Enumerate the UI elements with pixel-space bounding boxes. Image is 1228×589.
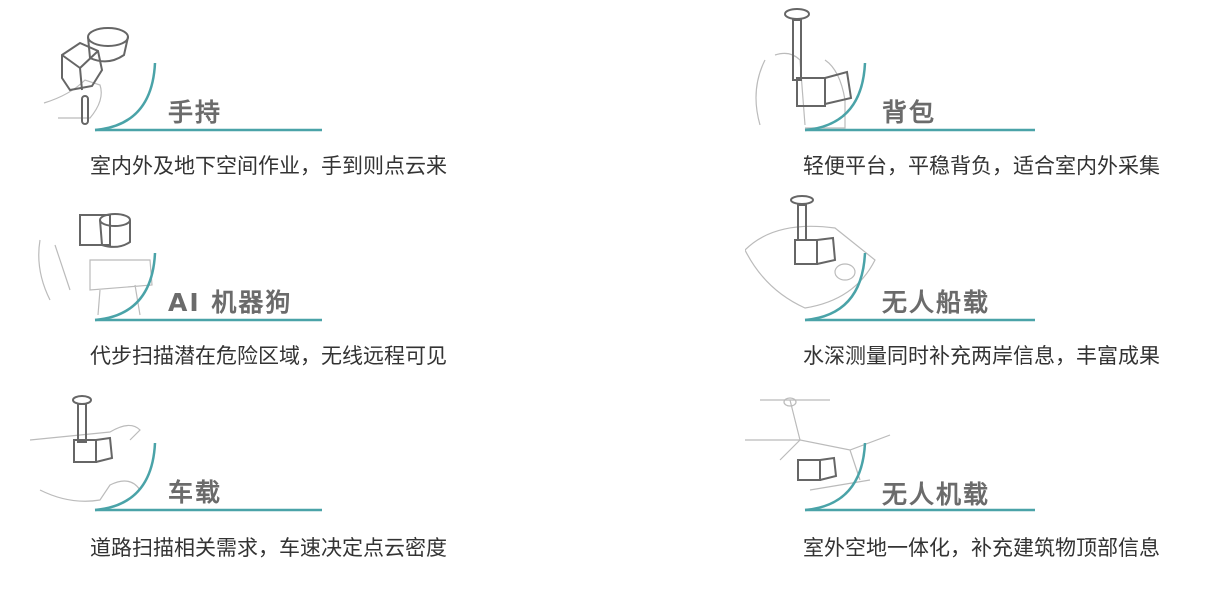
- backpack-scanner-icon: [755, 8, 1035, 132]
- mode-description: 轻便平台，平稳背负，适合室内外采集: [803, 154, 1160, 178]
- mode-title: 无人机载: [882, 480, 991, 509]
- mode-title: 背包: [882, 98, 937, 127]
- mode-title: AI 机器狗: [168, 288, 293, 317]
- mode-description: 室外空地一体化，补充建筑物顶部信息: [803, 536, 1160, 560]
- mode-description: 室内外及地下空间作业，手到则点云来: [90, 154, 447, 178]
- mode-description: 代步扫描潜在危险区域，无线远程可见: [90, 344, 447, 368]
- mode-title: 手持: [168, 98, 223, 127]
- handheld-scanner-icon: [43, 27, 322, 132]
- mode-description: 水深测量同时补充两岸信息，丰富成果: [803, 344, 1160, 368]
- mode-title: 无人船载: [882, 288, 991, 317]
- mode-robot-dog: AI 机器狗 代步扫描潜在危险区域，无线远程可见: [30, 190, 510, 380]
- mode-drone: 无人机载 室外空地一体化，补充建筑物顶部信息: [740, 380, 1220, 570]
- mode-unmanned-boat: 无人船载 水深测量同时补充两岸信息，丰富成果: [745, 190, 1225, 380]
- vehicle-scanner-icon: [30, 395, 322, 512]
- mode-backpack: 背包 轻便平台，平稳背负，适合室内外采集: [745, 0, 1225, 190]
- mode-description: 道路扫描相关需求，车速决定点云密度: [90, 536, 447, 560]
- unmanned-boat-scanner-icon: [745, 195, 1035, 322]
- mode-title: 车载: [168, 478, 223, 507]
- robot-dog-scanner-icon: [38, 213, 322, 322]
- mode-handheld: 手持 室内外及地下空间作业，手到则点云来: [30, 0, 510, 190]
- mode-vehicle: 车载 道路扫描相关需求，车速决定点云密度: [30, 380, 510, 570]
- drone-scanner-icon: [745, 397, 1035, 512]
